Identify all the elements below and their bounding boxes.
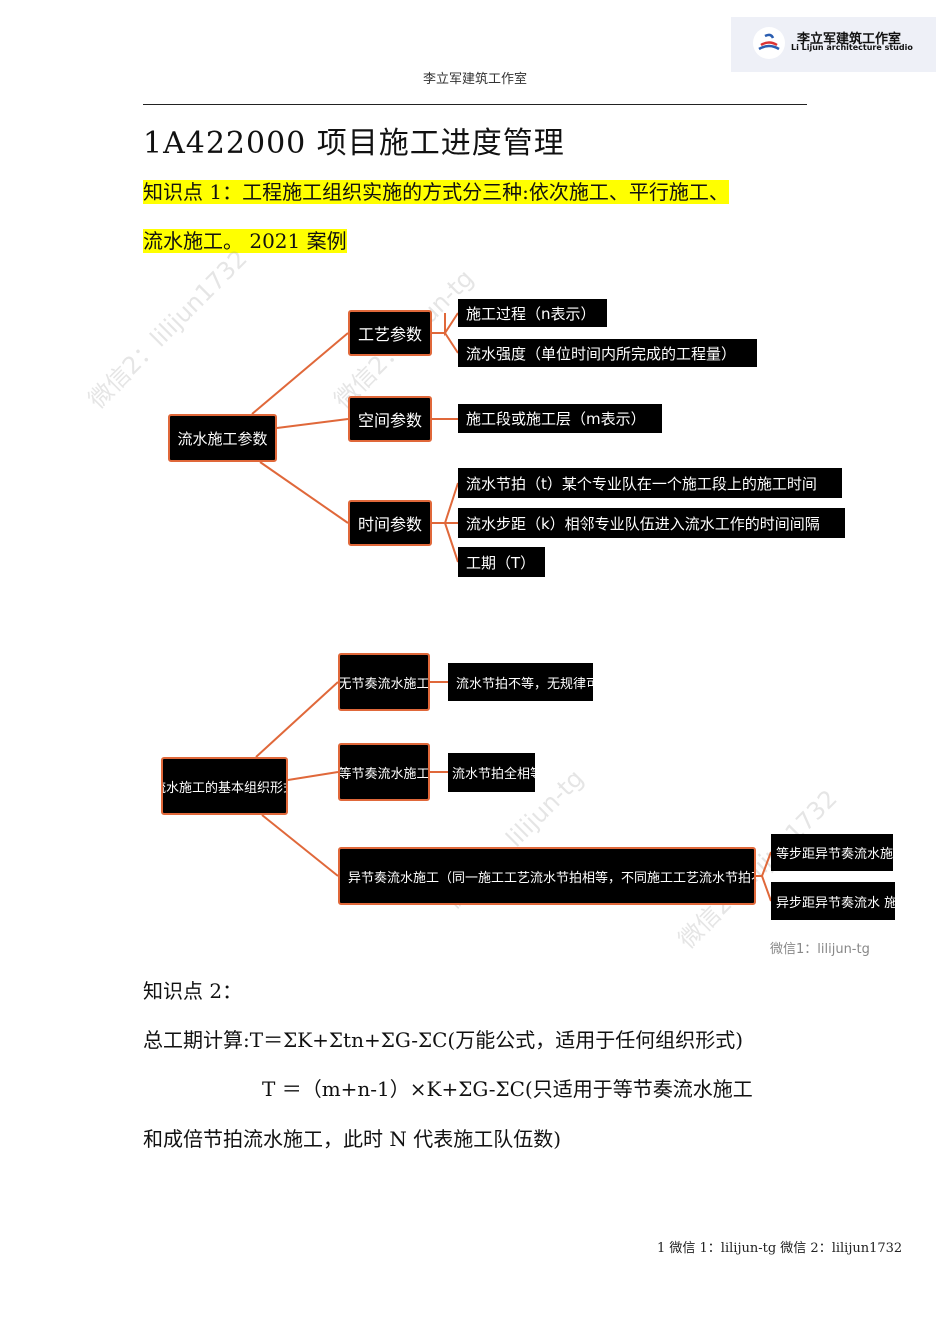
leaf-node: 流水节拍不等，无规律可循	[448, 663, 593, 701]
page-title: 1A422000 项目施工进度管理	[143, 126, 565, 161]
diagram1-root: 流水施工参数	[168, 414, 277, 462]
branch-equal-rhythm: 等节奏流水施工	[338, 743, 430, 801]
branch-different-rhythm: 异节奏流水施工（同一施工工艺流水节拍相等，不同施工工艺流水节拍不尽相等）	[338, 847, 756, 905]
leaf-node: 施工段或施工层（m表示）	[458, 404, 662, 433]
leaf-node: 工期（T）	[458, 547, 545, 577]
point1-line2: 流水施工。 2021 案例	[143, 229, 347, 253]
logo-text-cn: 李立军建筑工作室	[797, 32, 902, 47]
branch-process-params: 工艺参数	[348, 310, 432, 356]
formula-note: 和成倍节拍流水施工，此时 N 代表施工队伍数)	[143, 1127, 562, 1151]
diagram-caption: 微信1：lilijun-tg	[770, 942, 870, 957]
header-divider	[143, 104, 807, 105]
page-header: 李立军建筑工作室	[422, 72, 527, 87]
leaf-node: 流水步距（k）相邻专业队伍进入流水工作的时间间隔	[458, 508, 845, 538]
point1-line1: 知识点 1：工程施工组织实施的方式分三种:依次施工、平行施工、	[143, 180, 729, 204]
branch-space-params: 空间参数	[348, 396, 432, 442]
page-footer: 1 微信 1：lilijun-tg 微信 2：lilijun1732	[657, 1241, 903, 1256]
formula-general: 总工期计算:T＝ΣK+Σtn+ΣG-ΣC(万能公式，适用于任何组织形式)	[143, 1028, 744, 1052]
leaf-node: 流水强度（单位时间内所完成的工程量）	[458, 339, 757, 367]
branch-time-params: 时间参数	[348, 500, 432, 546]
diagram2-root: 流水施工的基本组织形式	[161, 757, 288, 815]
book-logo-icon	[753, 27, 785, 59]
logo-text-en: Li Lijun architecture studio	[791, 43, 913, 52]
formula-equal-rhythm: T ＝（m+n-1）×K+ΣG-ΣC(只适用于等节奏流水施工	[262, 1077, 753, 1101]
leaf-node: 施工过程（n表示）	[458, 299, 607, 327]
studio-logo: 李立军建筑工作室 Li Lijun architecture studio	[731, 17, 936, 72]
point2-heading: 知识点 2：	[143, 979, 243, 1003]
leaf-node: 流水节拍全相等	[448, 753, 535, 792]
leaf-node: 流水节拍（t）某个专业队在一个施工段上的施工时间	[458, 468, 842, 498]
leaf-node: 等步距异节奏流水施工	[771, 834, 893, 871]
leaf-node: 异步距异节奏流水 施工	[771, 882, 895, 920]
branch-no-rhythm: 无节奏流水施工	[338, 653, 430, 711]
